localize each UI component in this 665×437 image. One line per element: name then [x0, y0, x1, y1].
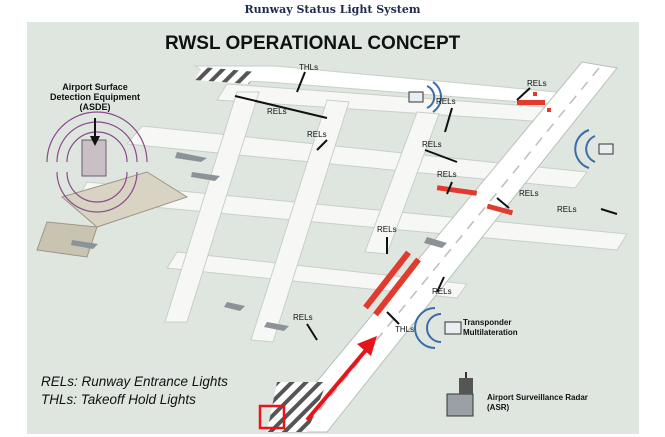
- highlight-box: [258, 404, 286, 430]
- rel-label-right: RELs: [519, 189, 539, 198]
- takeoff-direction-arrow-line: [305, 342, 373, 422]
- rel-label-mid: RELs: [422, 140, 442, 149]
- rel-label-center-low: RELs: [377, 225, 397, 234]
- legend-thls: THLs: Takeoff Hold Lights: [41, 392, 196, 407]
- rel-lights-top: [517, 100, 545, 105]
- diagram-title: RWSL OPERATIONAL CONCEPT: [165, 33, 461, 54]
- rel-label-far-right: RELs: [557, 205, 577, 214]
- runway-threshold-chevrons: [267, 382, 327, 432]
- transponder-label-line1: Transponder: [463, 318, 511, 327]
- rel-arrow-lower: [436, 276, 445, 293]
- aircraft-5: [264, 322, 289, 331]
- aircraft-1: [175, 152, 207, 162]
- page-title: Runway Status Light System: [244, 3, 421, 16]
- aircraft-group: [71, 152, 447, 331]
- rel-double-arrow-top: [234, 95, 328, 119]
- asde-label-line2: Detection Equipment: [50, 92, 140, 102]
- upper-threshold-chevrons: [195, 67, 257, 84]
- terminal-building: [60, 171, 189, 228]
- rel-label-top-right: RELs: [527, 79, 547, 88]
- thl-label-top: THLs: [299, 63, 318, 72]
- control-tower: [81, 139, 107, 177]
- rel-label-upper-mid: RELs: [436, 97, 456, 106]
- rel-lights-mid: [436, 185, 478, 196]
- connector-2: [250, 99, 350, 343]
- asde-pointer-arrowhead: [90, 136, 100, 146]
- asde-label-line1: Airport Surface: [62, 82, 128, 92]
- thl-arrow-bottom: [386, 311, 400, 325]
- rel-lights-right: [486, 203, 514, 216]
- thl-lights-main: [363, 250, 411, 310]
- label-arrows: [234, 71, 618, 341]
- rel-double-arrow-mid: [424, 149, 458, 163]
- asde-label-line3: (ASDE): [80, 102, 111, 112]
- rel-arrow-upper-mid: [444, 107, 453, 133]
- aircraft-3: [71, 240, 98, 249]
- rel-arrow-mid: [446, 181, 453, 195]
- airport-diagram-svg: RWSL OPERATIONAL CONCEPT Airport Surface…: [27, 22, 639, 434]
- aircraft-6: [224, 302, 245, 311]
- rel-arrow-mid-left: [316, 139, 328, 151]
- rel-dot-2: [547, 108, 551, 112]
- terminal-wing: [36, 221, 98, 258]
- thl-label-bottom: THLs: [395, 325, 414, 334]
- legend-rels: RELs: Runway Entrance Lights: [41, 374, 228, 389]
- red-lights: [363, 92, 551, 317]
- connector-1: [164, 91, 260, 323]
- runway-centerline: [302, 67, 600, 431]
- asr-label-line1: Airport Surveillance Radar: [487, 393, 588, 402]
- rel-arrow-bottom: [306, 323, 318, 341]
- taxiway-parallel: [166, 251, 468, 299]
- rel-label-bottom: RELs: [293, 313, 313, 322]
- sensor-top: [408, 81, 442, 113]
- asde-signal-rings: [46, 111, 148, 213]
- thl-arrow-top: [296, 71, 306, 93]
- transponder-label-line2: Multilateration: [463, 328, 518, 337]
- thl-lights-main-2: [373, 257, 421, 317]
- rel-label-center: RELs: [437, 170, 457, 179]
- rel-label-mid-left: RELs: [307, 130, 327, 139]
- rel-dot-1: [533, 92, 537, 96]
- aircraft-2: [191, 172, 220, 181]
- rel-arrow-right: [496, 197, 510, 209]
- transponder-sensor: [414, 307, 462, 349]
- rwsl-diagram: RWSL OPERATIONAL CONCEPT Airport Surface…: [27, 22, 639, 434]
- asr-label-line2: (ASR): [487, 403, 510, 412]
- aircraft-4: [424, 237, 447, 248]
- rel-label-lower: RELs: [432, 287, 452, 296]
- rel-arrow-top-right: [516, 87, 531, 101]
- rel-arrow-far-right: [600, 208, 618, 215]
- asr-radar: [446, 372, 474, 417]
- takeoff-direction-arrowhead: [357, 336, 377, 356]
- rel-label-top-left: RELs: [267, 107, 287, 116]
- sensor-right: [574, 129, 614, 169]
